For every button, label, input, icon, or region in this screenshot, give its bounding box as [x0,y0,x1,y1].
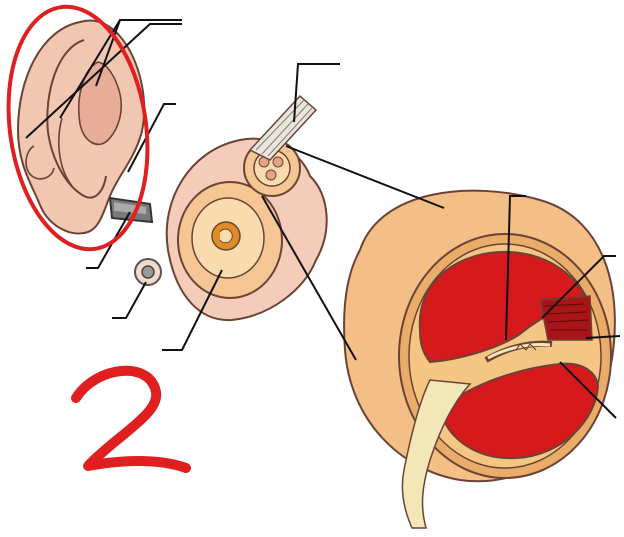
label-line-4 [127,103,176,173]
annotation-circle [6,4,150,252]
label-line-12 [559,361,617,419]
label-line-10 [541,255,616,319]
label-line-2 [95,19,182,87]
handwritten-number-2 [71,365,191,473]
nerve-bundle [243,94,318,197]
round-window [134,258,162,286]
cochlear-duct-enlarged [343,189,616,529]
label-line-5 [86,211,131,269]
label-line-3 [25,23,182,139]
label-line-7 [162,269,223,351]
label-line-11 [585,335,621,339]
auricle [16,19,146,235]
label-line-9 [505,195,526,341]
label-lines [25,19,621,419]
label-line-8 [293,63,340,123]
connector-lines [261,145,445,361]
label-line-6 [112,281,147,319]
